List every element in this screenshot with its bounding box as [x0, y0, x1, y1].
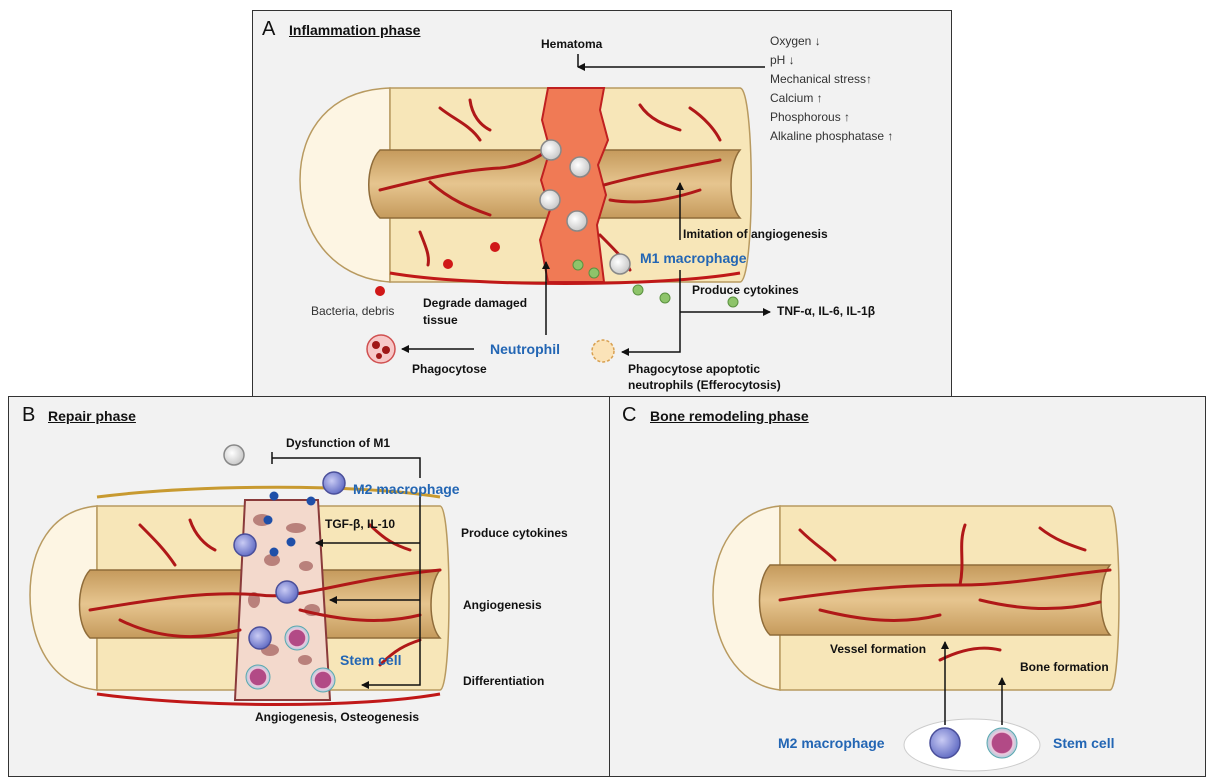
phagocytose-label: Phagocytose — [412, 362, 487, 376]
produce-cytokines-label-b: Produce cytokines — [461, 526, 568, 540]
condition-mechanical-stress: Mechanical stress↑ — [770, 70, 893, 89]
condition-phosphorous: Phosphorous ↑ — [770, 108, 893, 127]
angiogenesis-imitation-label: Imitation of angiogenesis — [683, 227, 828, 241]
bone-formation-label: Bone formation — [1020, 660, 1109, 674]
stem-cell-label-c: Stem cell — [1053, 735, 1114, 751]
degrade-label-line2: tissue — [423, 313, 458, 327]
angio-osteogenesis-label: Angiogenesis, Osteogenesis — [255, 710, 419, 724]
m2-macrophage-label-c: M2 macrophage — [778, 735, 885, 751]
efferocytosis-label-line1: Phagocytose apoptotic — [628, 362, 760, 376]
degrade-label-line1: Degrade damaged — [423, 296, 527, 310]
cytokines-b-label: TGF-β, IL-10 — [325, 517, 395, 531]
produce-cytokines-label-a: Produce cytokines — [692, 283, 799, 297]
panel-c-title: Bone remodeling phase — [650, 408, 809, 424]
apoptotic-neutrophil-icon — [592, 340, 614, 362]
differentiation-label: Differentiation — [463, 674, 544, 688]
condition-calcium: Calcium ↑ — [770, 89, 893, 108]
stem-cell-c — [987, 728, 1017, 758]
hematoma-label: Hematoma — [541, 37, 602, 51]
conditions-list: Oxygen ↓ pH ↓ Mechanical stress↑ Calcium… — [770, 32, 893, 146]
condition-ph: pH ↓ — [770, 51, 893, 70]
cytokines-a-label: TNF-α, IL-6, IL-1β — [777, 304, 875, 318]
m2-macrophage-label-b: M2 macrophage — [353, 481, 460, 497]
cell-platform — [904, 719, 1040, 771]
stem-cell-label-b: Stem cell — [340, 652, 401, 668]
panel-a-letter: A — [262, 18, 275, 41]
panel-b-title: Repair phase — [48, 408, 136, 424]
m2-cell-c — [930, 728, 960, 758]
m1-cell-b — [224, 445, 244, 465]
condition-alkaline-phosphatase: Alkaline phosphatase ↑ — [770, 127, 893, 146]
bacteria-label: Bacteria, debris — [311, 304, 394, 318]
panel-a-title: Inflammation phase — [289, 22, 420, 38]
vessel-formation-label: Vessel formation — [830, 642, 926, 656]
panel-b-letter: B — [22, 404, 35, 427]
panel-c-letter: C — [622, 404, 636, 427]
dysfunction-label: Dysfunction of M1 — [286, 436, 390, 450]
neutrophil-label: Neutrophil — [490, 341, 560, 357]
m1-macrophage-label: M1 macrophage — [640, 250, 747, 266]
neutrophil-icon — [367, 335, 395, 363]
condition-oxygen: Oxygen ↓ — [770, 32, 893, 51]
angiogenesis-label-b: Angiogenesis — [463, 598, 542, 612]
efferocytosis-label-line2: neutrophils (Efferocytosis) — [628, 378, 781, 392]
